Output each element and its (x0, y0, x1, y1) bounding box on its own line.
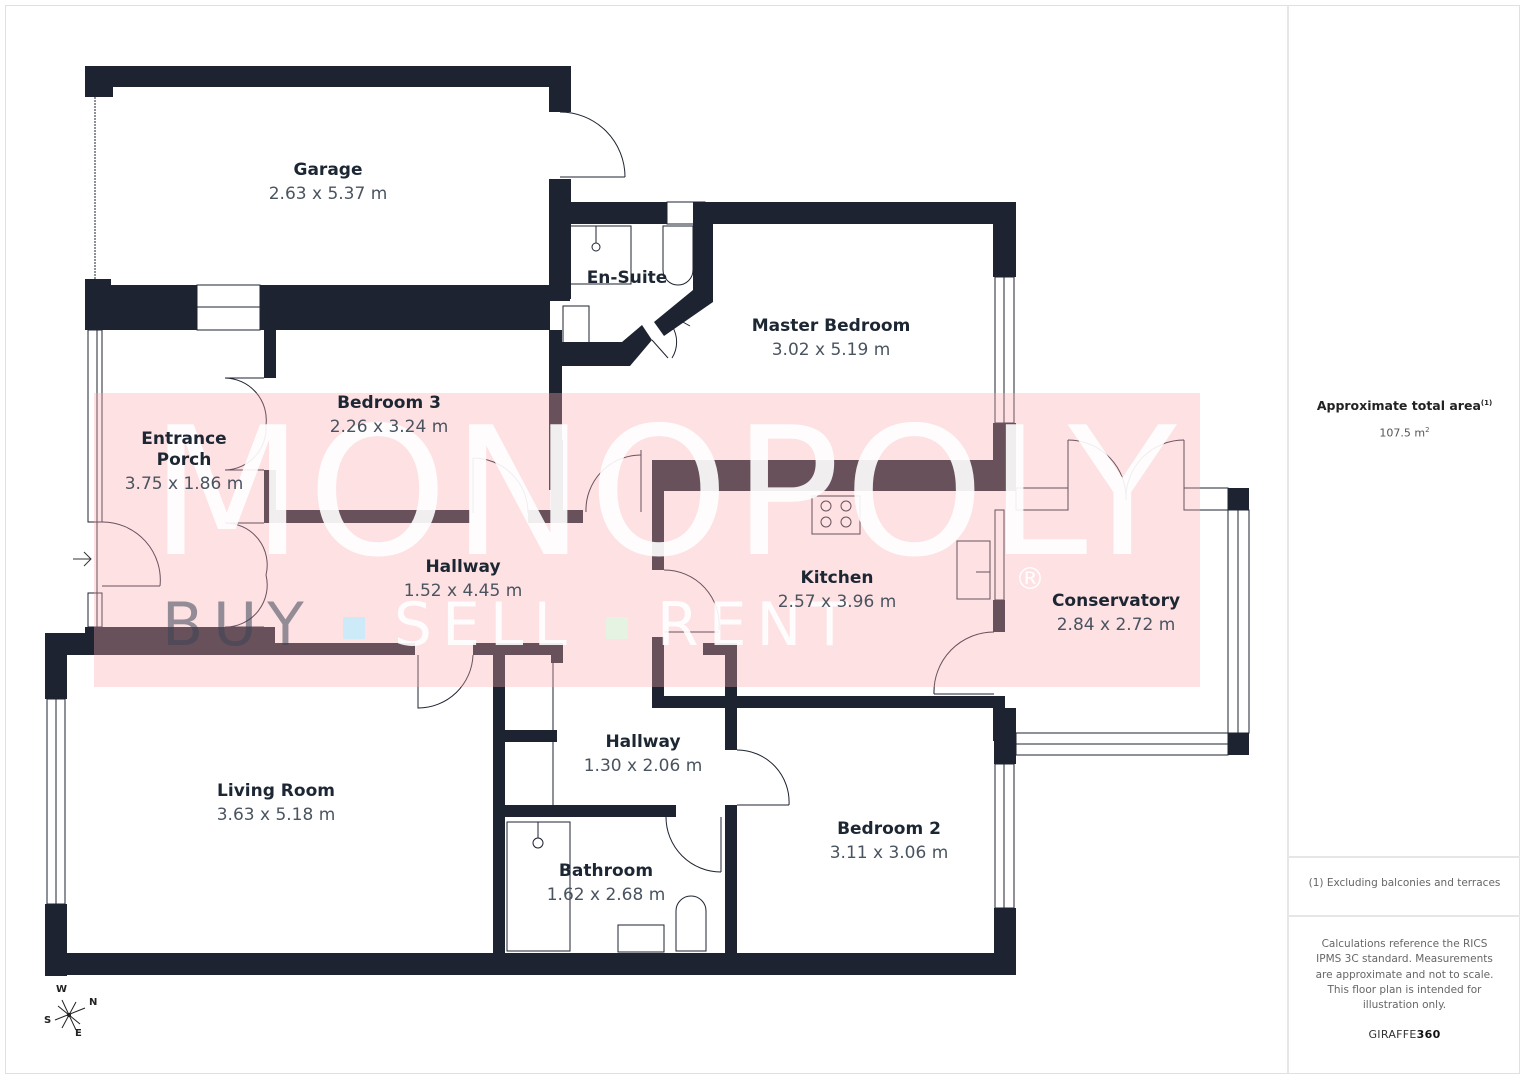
room-dimensions: 3.02 x 5.19 m (771, 340, 891, 360)
compass-icon (54, 999, 86, 1031)
compass-e: E (75, 1028, 82, 1039)
room-dimensions: 1.62 x 2.68 m (546, 885, 666, 905)
brand-logo: GIRAFFE360 (1289, 1028, 1520, 1041)
room-name: Bedroom 3 (337, 393, 441, 413)
room-dimensions: 2.26 x 3.24 m (329, 417, 449, 437)
room-name: Hallway (605, 732, 681, 752)
sidebar-divider (1287, 5, 1289, 1074)
disclaimer: Calculations reference the RICS IPMS 3C … (1315, 938, 1494, 1012)
area-title-text: Approximate total area (1316, 398, 1481, 413)
room-name: Conservatory (1051, 591, 1181, 611)
room-dimensions: 2.84 x 2.72 m (1056, 615, 1176, 635)
room-dimensions: 2.57 x 3.96 m (777, 592, 897, 612)
room-name: Bathroom (558, 861, 654, 881)
room-name: Master Bedroom (751, 316, 911, 336)
area-value: 107.5 m2 (1289, 426, 1520, 440)
room-name: Bedroom 2 (837, 819, 941, 839)
room-bathroom: Bathroom 1.62 x 2.68 m (547, 861, 666, 909)
room-name-line1: Entrance (141, 429, 227, 449)
room-hallway-1: Hallway 1.52 x 4.45 m (404, 557, 523, 605)
room-name: Garage (293, 160, 363, 180)
room-entrance-porch: Entrance Porch 3.75 x 1.86 m (125, 429, 244, 498)
compass-w: W (56, 984, 68, 995)
room-dimensions: 3.11 x 3.06 m (829, 843, 949, 863)
room-en-suite: En-Suite (587, 268, 668, 289)
room-bedroom-3: Bedroom 3 2.26 x 3.24 m (330, 393, 449, 441)
room-hallway-2: Hallway 1.30 x 2.06 m (584, 732, 703, 780)
sidebar-rule-2 (1289, 915, 1520, 917)
room-name: En-Suite (586, 268, 668, 288)
room-name: Hallway (425, 557, 501, 577)
area-footnote-mark: (1) (1480, 398, 1493, 407)
room-garage: Garage 2.63 x 5.37 m (269, 160, 388, 208)
room-conservatory: Conservatory 2.84 x 2.72 m (1052, 591, 1180, 639)
area-unit-sup: 2 (1425, 426, 1430, 434)
room-name: Kitchen (800, 568, 874, 588)
room-name-line2: Porch (156, 450, 212, 470)
compass-s: S (44, 1015, 52, 1026)
room-bedroom-2: Bedroom 2 3.11 x 3.06 m (830, 819, 949, 867)
room-name: Living Room (217, 781, 335, 801)
area-title: Approximate total area(1) (1289, 398, 1520, 413)
page-frame (5, 5, 1520, 1074)
room-dimensions: 1.30 x 2.06 m (583, 756, 703, 776)
area-value-text: 107.5 m (1379, 426, 1426, 440)
sidebar-rule-1 (1289, 856, 1520, 858)
room-living-room: Living Room 3.63 x 5.18 m (217, 781, 336, 829)
brand-suffix: 360 (1416, 1028, 1441, 1041)
room-dimensions: 2.63 x 5.37 m (268, 184, 388, 204)
doors-windows (46, 97, 1250, 1031)
room-dimensions: 3.75 x 1.86 m (124, 474, 244, 494)
room-kitchen: Kitchen 2.57 x 3.96 m (778, 568, 897, 616)
brand-prefix: GIRAFFE (1368, 1028, 1417, 1041)
area-footnote: (1) Excluding balconies and terraces (1308, 877, 1501, 889)
walls (45, 66, 1249, 976)
room-master-bedroom: Master Bedroom 3.02 x 5.19 m (752, 316, 911, 364)
room-dimensions: 1.52 x 4.45 m (403, 581, 523, 601)
room-dimensions: 3.63 x 5.18 m (216, 805, 336, 825)
compass-n: N (89, 997, 98, 1008)
